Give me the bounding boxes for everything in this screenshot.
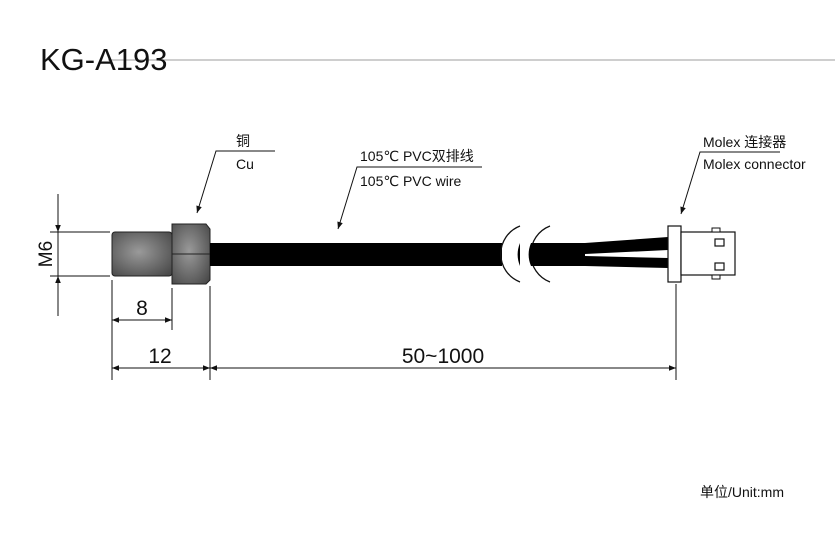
cable-length-dimension: 50~1000 <box>210 345 676 371</box>
connector-callout: Molex 连接器 Molex connector <box>680 134 806 215</box>
sleeve-length-dimension: 8 <box>112 297 172 323</box>
material-en: Cu <box>236 156 254 172</box>
cable <box>210 225 668 283</box>
copper-probe <box>111 223 211 285</box>
cable-length-label: 50~1000 <box>402 345 484 368</box>
drawing-title: KG-A193 <box>40 42 168 77</box>
unit-note: 单位/Unit:mm <box>700 484 784 500</box>
thread-dimension: M6 <box>36 194 110 316</box>
cable-en: 105℃ PVC wire <box>360 173 462 189</box>
probe-length-dimension: 12 <box>112 345 210 371</box>
thread-label: M6 <box>36 241 57 267</box>
sleeve-length-label: 8 <box>136 297 148 320</box>
material-cn: 铜 <box>236 133 250 149</box>
molex-connector <box>667 225 736 283</box>
connector-cn: Molex 连接器 <box>703 134 786 150</box>
connector-en: Molex connector <box>703 156 806 172</box>
extension-lines <box>111 280 677 380</box>
probe-length-label: 12 <box>148 345 171 368</box>
material-callout: 铜 Cu <box>196 133 275 214</box>
cable-callout: 105℃ PVC双排线 105℃ PVC wire <box>337 148 482 230</box>
break-mark <box>500 225 521 283</box>
cable-cn: 105℃ PVC双排线 <box>360 148 474 164</box>
